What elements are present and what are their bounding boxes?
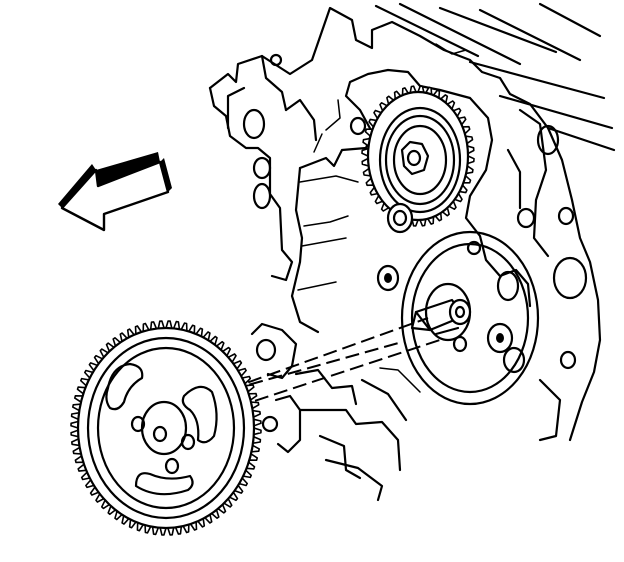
direction-arrow-icon (58, 152, 172, 232)
gear-slot-3 (134, 472, 194, 496)
idler-gear (361, 85, 475, 234)
engine-block-casting (208, 2, 616, 502)
gear-slot-1 (105, 362, 144, 411)
idler-gear-hex-bolt (400, 140, 430, 176)
drive-gear (70, 320, 262, 536)
idler-bolt-head (386, 202, 414, 234)
gear-bolt-hole-2 (180, 433, 196, 451)
gear-bolt-hole-1 (130, 415, 146, 433)
gear-slot-2 (181, 385, 218, 444)
hub-bolt-left (376, 264, 400, 292)
gear-mounting-hub (376, 230, 540, 406)
gear-bolt-hole-3 (164, 457, 180, 475)
gear-center-hole (152, 425, 168, 443)
